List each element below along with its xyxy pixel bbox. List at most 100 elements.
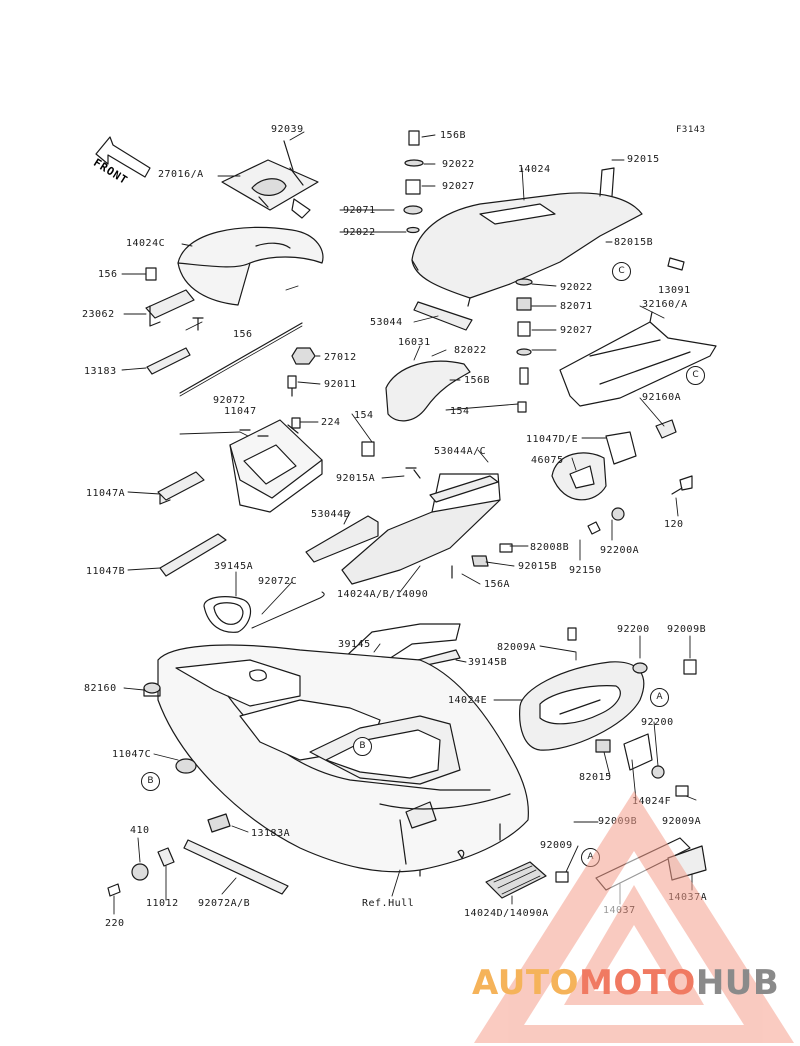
part-label-p-92022-c: 92022: [560, 282, 593, 293]
part-label-p-14024f: 14024F: [632, 796, 672, 807]
part-label-p-92072ab: 92072A/B: [198, 898, 251, 909]
part-label-p-14024abd: 14024A/B/14090: [337, 589, 429, 600]
part-label-p-92039: 92039: [271, 124, 304, 135]
part-label-p-92071-a: 92071: [343, 205, 376, 216]
part-label-p-92009: 92009: [540, 840, 573, 851]
hatch-frame-part: [229, 419, 323, 513]
part-label-p-27012: 27012: [324, 352, 357, 363]
part-label-p-82071: 82071: [560, 301, 593, 312]
latch-part: [157, 471, 205, 505]
part-label-p-156a: 156A: [484, 579, 511, 590]
part-label-p-154-b: 154: [450, 406, 470, 417]
part-label-p-92200-b: 92200: [641, 717, 674, 728]
part-label-p-27016a: 27016/A: [158, 169, 204, 180]
part-label-p-13183: 13183: [84, 366, 117, 377]
part-label-p-11012: 11012: [146, 898, 179, 909]
part-label-p-156b-top: 156B: [440, 130, 467, 141]
part-label-p-92072c: 92072C: [258, 576, 298, 587]
seal-ring-part: [203, 596, 252, 633]
strip-part: [159, 533, 227, 577]
part-label-p-13183a: 13183A: [251, 828, 291, 839]
part-label-p-13091: 13091: [658, 285, 691, 296]
watermark-part2: MOTO: [578, 963, 696, 1003]
part-label-p-82015b: 82015B: [614, 237, 654, 248]
part-label-p-82022: 82022: [454, 345, 487, 356]
step-pad-part: [485, 861, 547, 899]
spring-part: [251, 591, 325, 629]
part-label-p-92200-a: 92200: [617, 624, 650, 635]
part-label-p-11047: 11047: [224, 406, 257, 417]
part-label-p-92027-a: 92027: [442, 181, 475, 192]
part-label-p-53044ac: 53044A/C: [434, 446, 487, 457]
engine-cover-part: [411, 167, 643, 307]
handle-part: [385, 360, 471, 422]
part-label-p-92009a: 92009A: [662, 816, 702, 827]
rod-part: [179, 322, 303, 394]
part-label-p-92022-a: 92022: [442, 159, 475, 170]
part-label-p-39145: 39145: [338, 639, 371, 650]
part-label-p-46075: 46075: [531, 455, 564, 466]
part-label-p-82160: 82160: [84, 683, 117, 694]
part-label-p-82008b: 82008B: [530, 542, 570, 553]
part-label-p-220: 220: [105, 918, 125, 929]
figure-code: F3143: [676, 125, 706, 135]
part-label-p-92200a: 92200A: [600, 545, 640, 556]
part-label-p-224: 224: [321, 417, 341, 428]
part-label-p-39145b: 39145B: [468, 657, 508, 668]
watermark-logo: AUTOMOTOHUB: [472, 963, 779, 1003]
part-label-p-14024: 14024: [518, 164, 551, 175]
ref-c-1: C: [612, 262, 631, 281]
part-label-p-92015b: 92015B: [518, 561, 558, 572]
part-label-p-11047a: 11047A: [86, 488, 126, 499]
part-label-p-11047c: 11047C: [112, 749, 152, 760]
gasket-part: [305, 515, 379, 563]
pad-part: [146, 347, 191, 375]
part-label-p-92027-b: 92027: [560, 325, 593, 336]
part-label-p-11047de: 11047D/E: [526, 434, 579, 445]
part-label-p-92015-top: 92015: [627, 154, 660, 165]
hull-part: [157, 644, 529, 877]
part-label-p-120: 120: [664, 519, 684, 530]
washer-stack-part: [403, 130, 533, 385]
watermark-part1: AUTO: [472, 963, 579, 1003]
storage-lid-part: [177, 226, 324, 306]
part-label-p-92150: 92150: [569, 565, 602, 576]
part-label-p-92011: 92011: [324, 379, 357, 390]
ref-b-1: B: [353, 737, 372, 756]
part-label-p-53044b: 53044B: [311, 509, 351, 520]
watermark-part3: HUB: [695, 963, 780, 1003]
part-label-p-92015a: 92015A: [336, 473, 376, 484]
part-label-p-410: 410: [130, 825, 150, 836]
nut-part: [291, 347, 316, 365]
part-label-p-156-a: 156: [98, 269, 118, 280]
part-label-p-82009a: 82009A: [497, 642, 537, 653]
part-label-p-82015: 82015: [579, 772, 612, 783]
strap-part: [183, 839, 289, 895]
part-label-p-92022-b: 92022: [343, 227, 376, 238]
part-label-p-32160a: 32160/A: [642, 299, 688, 310]
part-label-p-11047b: 11047B: [86, 566, 126, 577]
part-label-p-39145a: 39145A: [214, 561, 254, 572]
watermark-triangle-icon: [474, 791, 794, 1043]
part-label-p-156-b: 156: [233, 329, 253, 340]
part-label-p-92160a: 92160A: [642, 392, 682, 403]
part-label-p-92072: 92072: [213, 395, 246, 406]
glovebox-lid-part: [519, 661, 645, 751]
front-arrow-icon: [95, 136, 151, 178]
part-label-p-154-a: 154: [354, 410, 374, 421]
seat-cover-part: [221, 140, 319, 219]
part-label-p-14024e: 14024E: [448, 695, 488, 706]
part-label-p-156b-mid: 156B: [464, 375, 491, 386]
part-label-p-53044: 53044: [370, 317, 403, 328]
ref-a-1: A: [650, 688, 669, 707]
part-label-p-16031: 16031: [398, 337, 431, 348]
part-label-p-23062: 23062: [82, 309, 115, 320]
part-label-p-refhull: Ref.Hull: [362, 898, 415, 909]
part-label-p-14024d: 14024D/14090A: [464, 908, 549, 919]
ref-c-2: C: [686, 366, 705, 385]
part-label-p-14024c: 14024C: [126, 238, 166, 249]
ref-b-2: B: [141, 772, 160, 791]
support-frame-part: [559, 257, 717, 407]
part-label-p-92009b: 92009B: [667, 624, 707, 635]
